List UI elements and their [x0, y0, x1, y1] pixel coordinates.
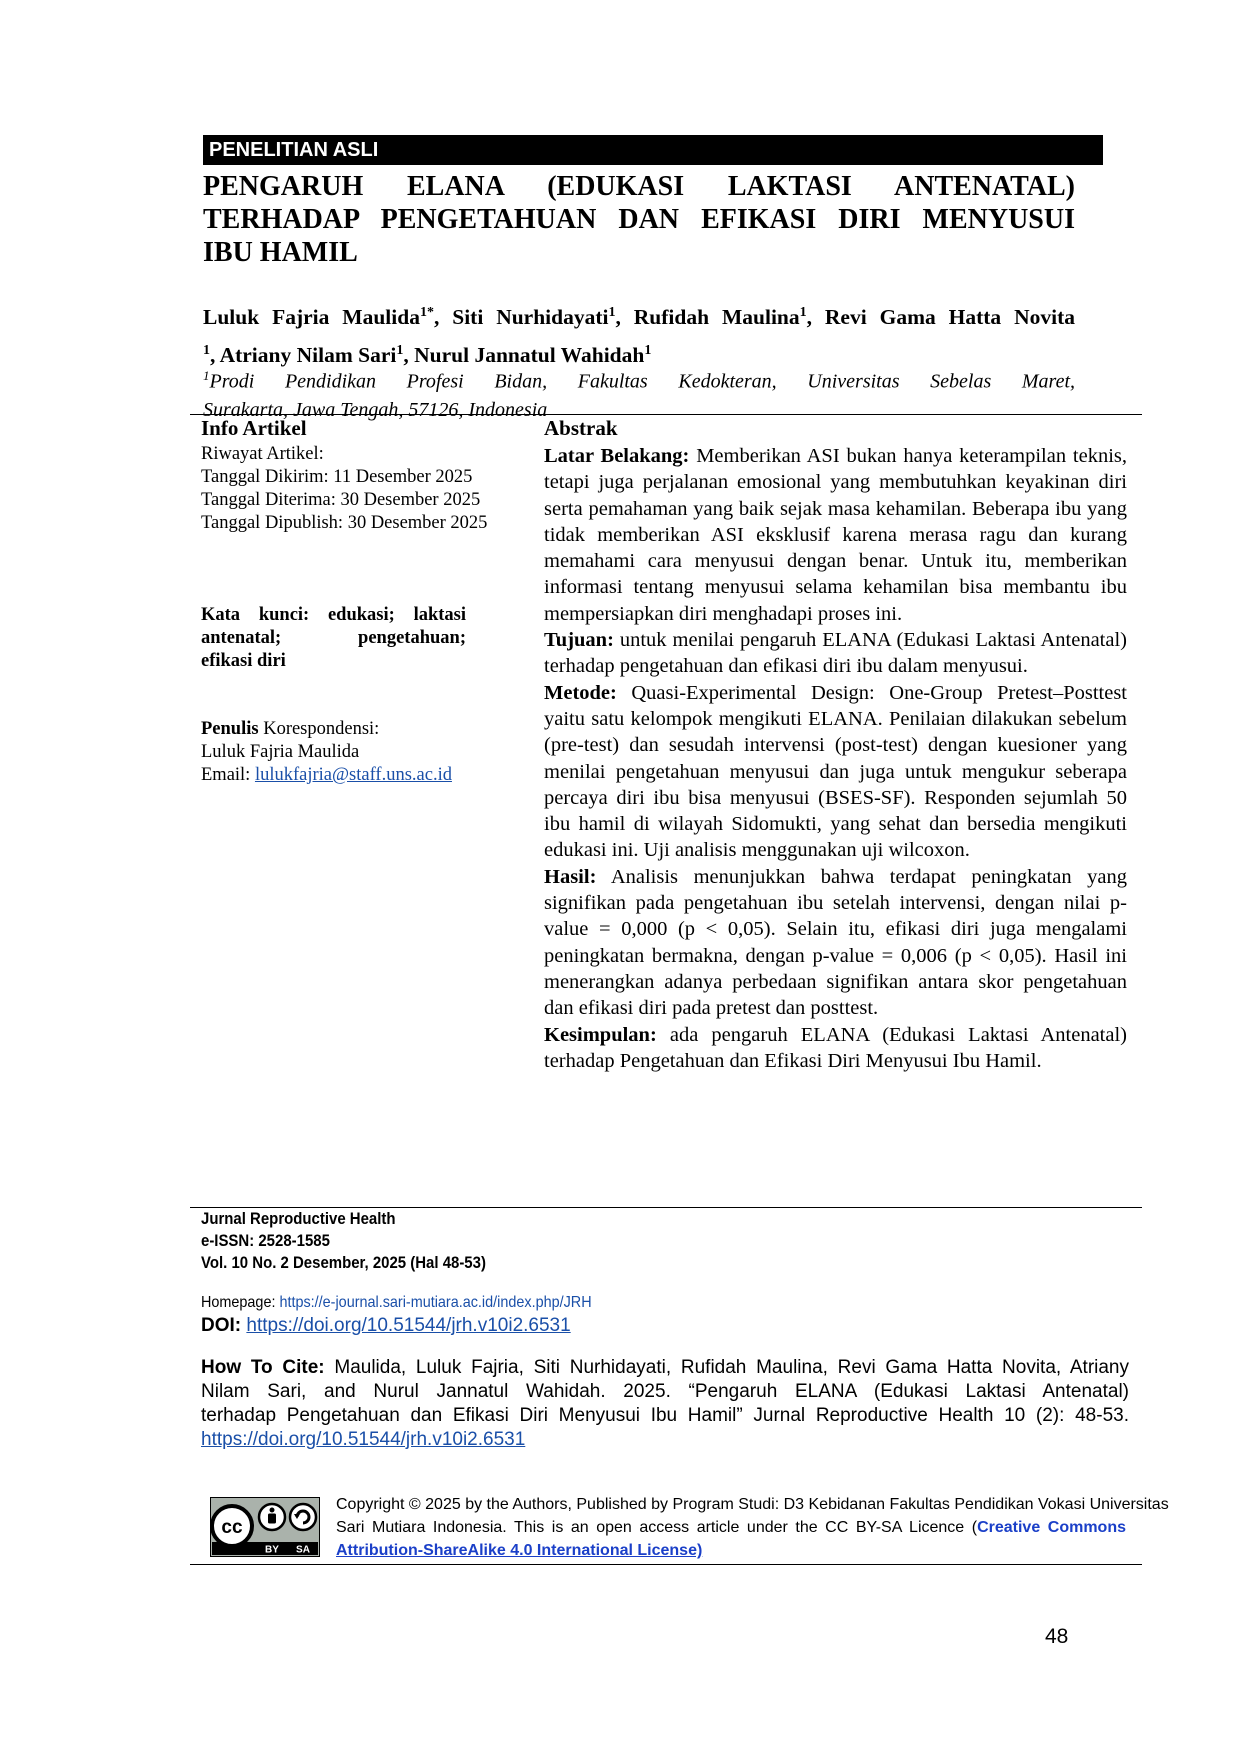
cite-text: Maulida, Luluk Fajria, Siti Nurhidayati,… [324, 1357, 1130, 1378]
homepage-link[interactable]: https://e-journal.sari-mutiara.ac.id/ind… [279, 1294, 592, 1311]
abstract-heading: Abstrak [544, 416, 618, 440]
abstract-conclusion: Kesimpulan: ada pengaruh ELANA (Edukasi … [544, 1022, 1127, 1075]
table-top-rule [190, 414, 1142, 415]
keywords-line: Kata kunci: edukasi; laktasi [201, 605, 466, 625]
copyright-notice: Copyright © 2025 by the Authors, Publish… [336, 1493, 1169, 1562]
license-link[interactable]: Creative Commons [977, 1519, 1126, 1536]
copyright-text: Copyright © 2025 by the Authors, Publish… [336, 1496, 1169, 1513]
author-name: Atriany Nilam Sari [219, 343, 397, 368]
abstract-label: Latar Belakang: [544, 445, 690, 467]
author-name: Siti Nurhidayati [452, 305, 609, 330]
abstract-text: ada pengaruh ELANA (Edukasi Laktasi Ante… [544, 1023, 1127, 1072]
journal-issn: e-ISSN: 2528-1585 [201, 1231, 330, 1250]
cc-by-sa-badge-icon: cc BY SA [210, 1497, 320, 1557]
author-affiliation-marker: 1 [799, 305, 807, 320]
affiliation: 1Prodi Pendidikan Profesi Bidan, Fakulta… [203, 362, 1075, 424]
abstract-label: Tujuan: [544, 629, 614, 652]
abstract-background: Latar Belakang: Memberikan ASI bukan han… [544, 443, 1127, 627]
title-line: PENGARUH ELANA (EDUKASI LAKTASI ANTENATA… [203, 171, 1075, 202]
keywords: Kata kunci: edukasi; laktasi antenatal; … [201, 604, 466, 673]
doi-link[interactable]: https://doi.org/10.51544/jrh.v10i2.6531 [246, 1315, 571, 1336]
cite-label: How To Cite: [201, 1357, 325, 1378]
abstract-label: Metode: [544, 681, 617, 704]
journal-volume: Vol. 10 No. 2 Desember, 2025 (Hal 48-53) [201, 1253, 486, 1272]
title-line: TERHADAP PENGETAHUAN DAN EFIKASI DIRI ME… [203, 204, 1075, 235]
author-name: Nurul Jannatul Wahidah [414, 343, 645, 368]
cite-doi-link[interactable]: https://doi.org/10.51544/jrh.v10i2.6531 [201, 1429, 526, 1450]
keywords-line: efikasi diri [201, 651, 286, 671]
author-affiliation-marker: 1 [203, 343, 210, 359]
svg-text:cc: cc [221, 1517, 243, 1538]
abstract-body: Latar Belakang: Memberikan ASI bukan han… [544, 443, 1127, 1074]
footer-rule [190, 1564, 1142, 1565]
corr-label: Korespondensi: [258, 719, 380, 739]
affiliation-line: Surakarta, Jawa Tengah, 57126, Indonesia [203, 398, 548, 421]
author-name: Rufidah Maulina [633, 305, 800, 330]
article-history: Riwayat Artikel: Tanggal Dikirim: 11 Des… [201, 443, 527, 535]
date-submitted: Tanggal Dikirim: 11 Desember 2025 [201, 467, 473, 487]
license-link[interactable]: Attribution-ShareAlike 4.0 International… [336, 1542, 703, 1559]
corr-label-bold: Penulis [201, 719, 259, 739]
email-link[interactable]: lulukfajria@staff.uns.ac.id [254, 765, 452, 785]
badge-sa-label: SA [296, 1545, 310, 1556]
journal-name: Jurnal Reproductive Health [201, 1209, 396, 1228]
author-name: Luluk Fajria Maulida [203, 305, 420, 330]
title-line: IBU HAMIL [203, 237, 358, 268]
info-heading: Info Artikel [201, 416, 307, 440]
abstract-label: Kesimpulan: [544, 1023, 657, 1046]
corresponding-author: Penulis Korespondensi: Luluk Fajria Maul… [201, 718, 527, 787]
corr-name: Luluk Fajria Maulida [201, 742, 360, 762]
author-name: Revi Gama Hatta Novita [824, 305, 1075, 330]
abstract-text: untuk menilai pengaruh ELANA (Edukasi La… [544, 629, 1127, 678]
paper-title: PENGARUH ELANA (EDUKASI LAKTASI ANTENATA… [203, 170, 1075, 269]
affiliation-marker: 1 [203, 368, 210, 383]
page-number: 48 [1045, 1625, 1069, 1648]
section-label: PENELITIAN ASLI [203, 135, 1103, 165]
copyright-text: Sari Mutiara Indonesia. This is an open … [336, 1519, 978, 1536]
author-list: Luluk Fajria Maulida1*, Siti Nurhidayati… [203, 305, 1075, 368]
history-label: Riwayat Artikel: [201, 444, 324, 464]
abstract-text: Memberikan ASI bukan hanya keterampilan … [544, 445, 1127, 625]
keywords-line: antenatal; pengetahuan; [201, 628, 466, 648]
affiliation-line: Prodi Pendidikan Profesi Bidan, Fakultas… [209, 370, 1076, 393]
abstract-aim: Tujuan: untuk menilai pengaruh ELANA (Ed… [544, 627, 1127, 680]
cite-text: terhadap Pengetahuan dan Efikasi Diri Me… [201, 1405, 1129, 1426]
date-published: Tanggal Dipublish: 30 Desember 2025 [201, 513, 488, 533]
homepage-label: Homepage: [201, 1294, 280, 1311]
cite-text: Nilam Sari, and Nurul Jannatul Wahidah. … [201, 1381, 1129, 1402]
journal-homepage: Homepage: https://e-journal.sari-mutiara… [201, 1293, 635, 1313]
table-bottom-rule [190, 1207, 1142, 1208]
journal-info: Jurnal Reproductive Health e-ISSN: 2528-… [201, 1208, 486, 1274]
author-affiliation-marker: 1 [644, 343, 652, 359]
abstract-text: Quasi-Experimental Design: One-Group Pre… [544, 681, 1127, 862]
author-affiliation-marker: 1 [608, 305, 616, 320]
journal-doi: DOI: https://doi.org/10.51544/jrh.v10i2.… [201, 1314, 571, 1338]
how-to-cite: How To Cite: Maulida, Luluk Fajria, Siti… [201, 1356, 1129, 1452]
date-accepted: Tanggal Diterima: 30 Desember 2025 [201, 490, 481, 510]
abstract-method: Metode: Quasi-Experimental Design: One-G… [544, 680, 1127, 864]
abstract-result: Hasil: Analisis menunjukkan bahwa terdap… [544, 864, 1127, 1022]
abstract-text: Analisis menunjukkan bahwa terdapat peni… [544, 865, 1127, 1020]
badge-by-label: BY [265, 1545, 279, 1556]
doi-label: DOI: [201, 1315, 242, 1336]
abstract-label: Hasil: [544, 865, 597, 888]
email-label: Email: [201, 765, 255, 785]
author-affiliation-marker: 1 [396, 343, 404, 359]
author-affiliation-marker: 1* [419, 305, 434, 320]
